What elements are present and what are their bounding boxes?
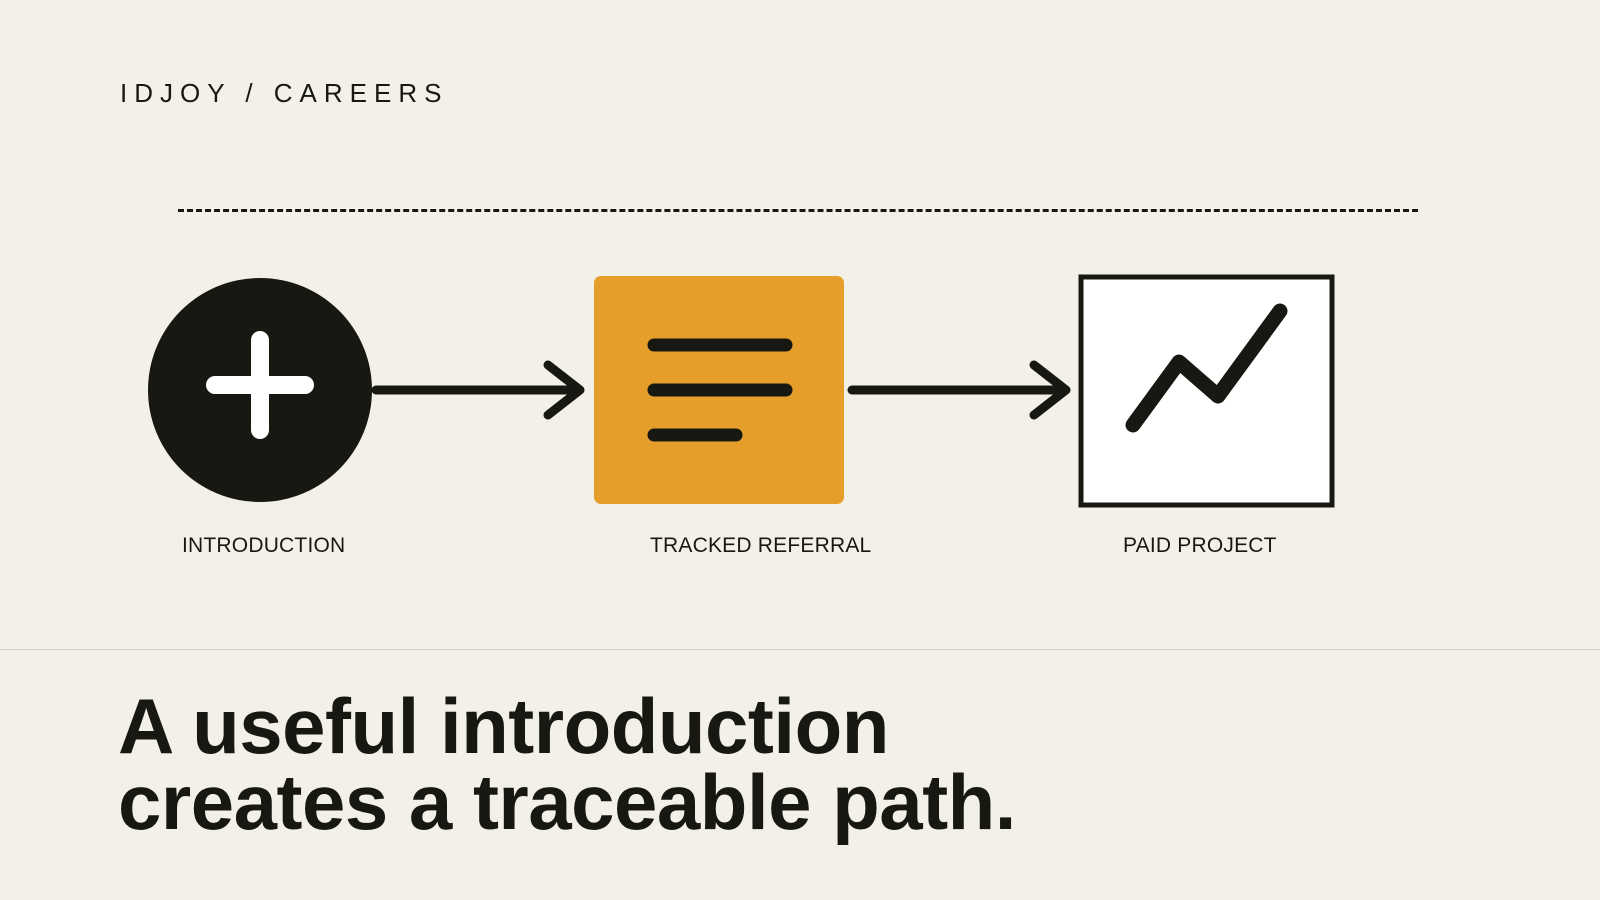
plus-icon: [206, 331, 314, 439]
referral-flow-diagram: [148, 274, 1335, 508]
introduction-node: [148, 278, 372, 502]
dashed-divider: [178, 209, 1418, 212]
headline: A useful introduction creates a traceabl…: [118, 682, 1016, 846]
arrow-right-icon: [371, 360, 585, 420]
headline-line-1: A useful introduction: [118, 682, 889, 770]
lines-icon: [647, 338, 793, 442]
paid-project-node: [1078, 274, 1335, 508]
trend-line-icon: [1125, 303, 1288, 433]
horizontal-divider: [0, 649, 1600, 650]
tracked-referral-node: [594, 276, 844, 504]
step-label-paid-project: PAID PROJECT: [1123, 534, 1277, 557]
breadcrumb: IDJOY / CAREERS: [120, 78, 449, 108]
step-label-introduction: INTRODUCTION: [182, 534, 346, 557]
step-label-tracked-referral: TRACKED REFERRAL: [650, 534, 872, 557]
arrow-right-icon: [847, 360, 1071, 420]
headline-line-2: creates a traceable path.: [118, 758, 1016, 846]
